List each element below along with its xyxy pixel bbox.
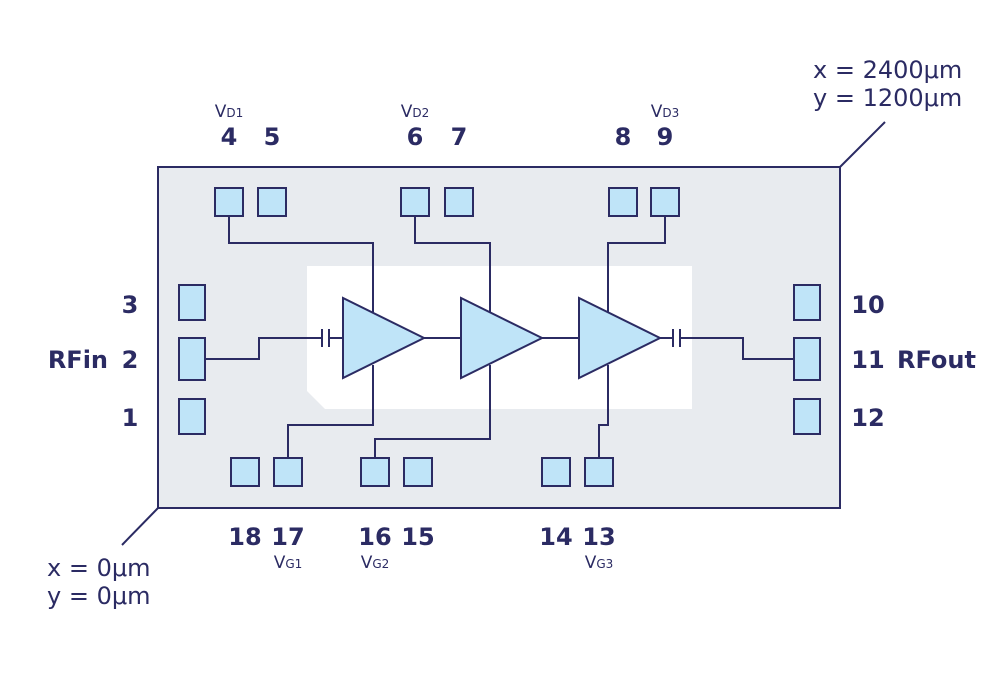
pad-13 bbox=[584, 457, 614, 487]
pin-label-18: 18 bbox=[228, 523, 261, 551]
pad-17 bbox=[273, 457, 303, 487]
pin-label-14: 14 bbox=[539, 523, 572, 551]
vg3-label: VG3 bbox=[585, 553, 614, 573]
bottom-left-y-coordinate: y = 0μm bbox=[47, 582, 151, 610]
pin-label-4: 4 bbox=[221, 123, 238, 151]
amplifier-stage-2 bbox=[460, 296, 545, 380]
vd2-trace bbox=[414, 216, 491, 312]
pad-10 bbox=[793, 284, 821, 321]
pin-label-5: 5 bbox=[264, 123, 281, 151]
rf-out-label: RFout bbox=[897, 346, 976, 374]
pad-7 bbox=[444, 187, 474, 217]
pin-label-17: 17 bbox=[271, 523, 304, 551]
pad-15 bbox=[403, 457, 433, 487]
vd1-label: VD1 bbox=[215, 102, 244, 122]
top-right-y-coordinate: y = 1200μm bbox=[813, 84, 962, 112]
pad-5 bbox=[257, 187, 287, 217]
vg2-label: VG2 bbox=[361, 553, 390, 573]
amplifier-stage-1 bbox=[342, 296, 427, 380]
pad-9 bbox=[650, 187, 680, 217]
pin-label-7: 7 bbox=[451, 123, 468, 151]
rf-output-trace bbox=[680, 337, 794, 360]
top-right-x-coordinate: x = 2400μm bbox=[813, 56, 962, 84]
rf-input-trace bbox=[205, 337, 322, 360]
vg1-trace bbox=[287, 365, 374, 458]
pin-label-3: 3 bbox=[122, 291, 139, 319]
pad-3 bbox=[178, 284, 206, 321]
amplifier-stage-3 bbox=[578, 296, 663, 380]
pin-label-9: 9 bbox=[657, 123, 674, 151]
wiring bbox=[205, 216, 794, 458]
vg3-trace bbox=[598, 365, 609, 458]
pin-label-6: 6 bbox=[407, 123, 424, 151]
pin-label-15: 15 bbox=[401, 523, 434, 551]
pad-12 bbox=[793, 398, 821, 435]
pin-label-1: 1 bbox=[122, 404, 139, 432]
input-capacitor bbox=[321, 329, 330, 347]
vd1-trace bbox=[228, 216, 374, 312]
pad-14 bbox=[541, 457, 571, 487]
pin-label-2: 2 bbox=[122, 346, 139, 374]
pad-6 bbox=[400, 187, 430, 217]
pin-label-11: 11 bbox=[851, 346, 884, 374]
pad-11 bbox=[793, 337, 821, 381]
vg2-trace bbox=[374, 365, 491, 458]
pin-label-8: 8 bbox=[615, 123, 632, 151]
pin-label-10: 10 bbox=[851, 291, 884, 319]
pin-label-13: 13 bbox=[582, 523, 615, 551]
pad-8 bbox=[608, 187, 638, 217]
vd3-trace bbox=[607, 216, 666, 312]
output-capacitor bbox=[672, 329, 681, 347]
rf-in-label: RFin bbox=[48, 346, 108, 374]
top-right-leader-line bbox=[839, 121, 886, 168]
bottom-left-leader-line bbox=[121, 507, 159, 546]
bottom-left-x-coordinate: x = 0μm bbox=[47, 554, 151, 582]
pad-18 bbox=[230, 457, 260, 487]
pin-label-12: 12 bbox=[851, 404, 884, 432]
pad-16 bbox=[360, 457, 390, 487]
pin-label-16: 16 bbox=[358, 523, 391, 551]
pad-2 bbox=[178, 337, 206, 381]
vg1-label: VG1 bbox=[274, 553, 303, 573]
pad-1 bbox=[178, 398, 206, 435]
pad-4 bbox=[214, 187, 244, 217]
vd3-label: VD3 bbox=[651, 102, 680, 122]
vd2-label: VD2 bbox=[401, 102, 430, 122]
